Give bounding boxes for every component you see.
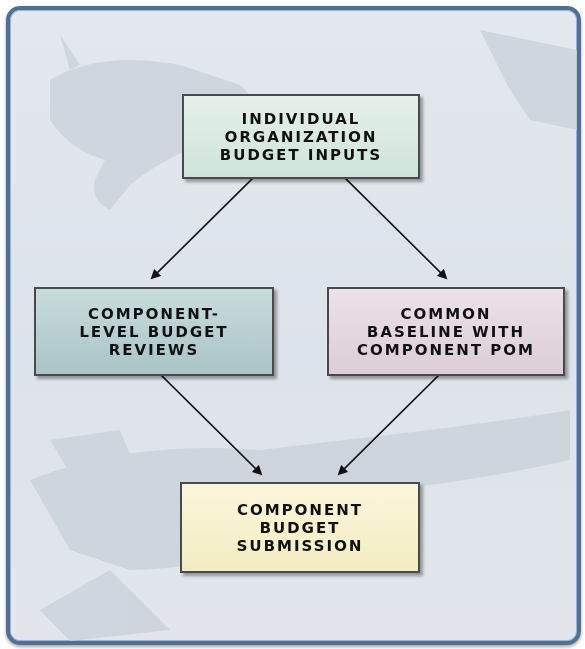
node-label: COMPONENT BUDGET SUBMISSION bbox=[236, 500, 364, 555]
stealth-wing-top-right bbox=[480, 30, 577, 130]
node-label: INDIVIDUAL ORGANIZATION BUDGET INPUTS bbox=[219, 109, 383, 164]
node-component-budget-submission: COMPONENT BUDGET SUBMISSION bbox=[180, 482, 420, 573]
node-label: COMMON BASELINE WITH COMPONENT POM bbox=[357, 304, 535, 359]
diagram-frame: INDIVIDUAL ORGANIZATION BUDGET INPUTS CO… bbox=[6, 6, 581, 645]
node-individual-organization-budget-inputs: INDIVIDUAL ORGANIZATION BUDGET INPUTS bbox=[182, 94, 420, 179]
node-component-level-budget-reviews: COMPONENT- LEVEL BUDGET REVIEWS bbox=[34, 287, 274, 376]
node-common-baseline-with-component-pom: COMMON BASELINE WITH COMPONENT POM bbox=[327, 287, 565, 376]
node-label: COMPONENT- LEVEL BUDGET REVIEWS bbox=[79, 304, 229, 359]
